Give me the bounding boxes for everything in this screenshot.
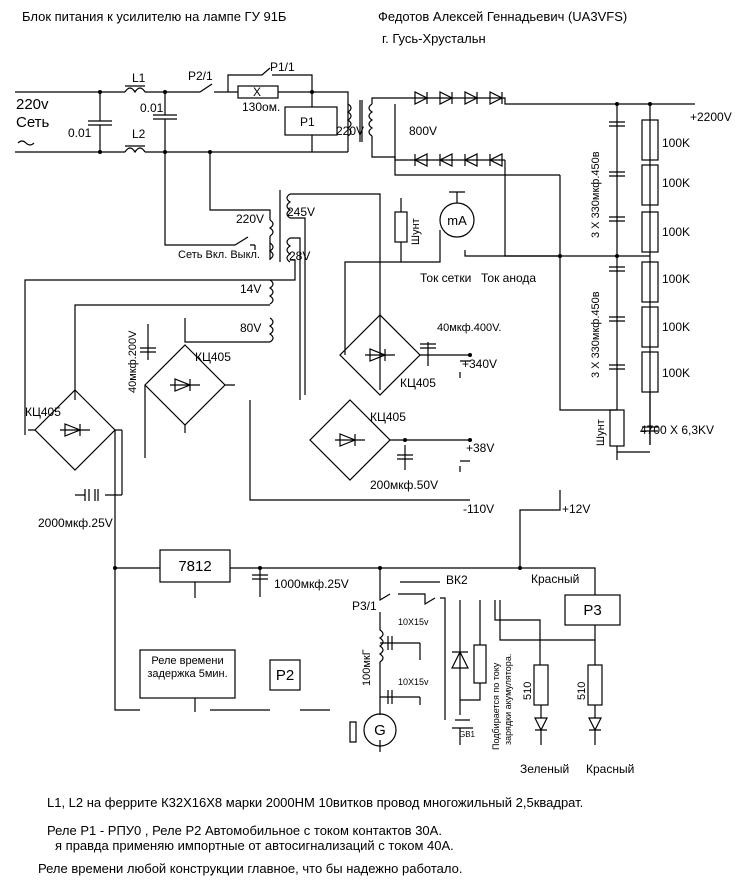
kc405-hv-label: КЦ405 — [400, 376, 436, 390]
cap-1000-25-label: 1000мкф.25V — [274, 577, 349, 591]
note-line-4: Реле времени любой конструкции главное, … — [38, 861, 463, 876]
r100k-6-label: 100K — [662, 366, 691, 380]
charge-note-2: зарядки акумулятора. — [503, 653, 513, 745]
note-line-1: L1, L2 на феррите К32Х16Х8 марки 2000НМ … — [47, 795, 584, 810]
v38-label: +38V — [466, 441, 495, 455]
mains-word-label: Сеть — [16, 114, 50, 131]
cap-001-b-label: 0.01 — [140, 101, 164, 115]
meter-shunt-label: Шунт — [410, 218, 422, 245]
cap-bank-upper-label: 3 Х 330мкф.450в — [590, 151, 602, 238]
v14-label: 14V — [240, 282, 262, 296]
grid-current-label: Ток сетки — [420, 271, 472, 285]
v2200-label: +2200V — [690, 110, 732, 124]
v800-label: 800V — [409, 124, 438, 138]
led-green-label: Зеленый — [520, 762, 570, 776]
author-name: Федотов Алексей Геннадьевич (UA3VFS) — [378, 9, 628, 24]
note-line-3: я правда применяю импортные от автосигна… — [55, 838, 454, 853]
p3-1-label: Р3/1 — [352, 599, 377, 613]
red-top-label: Красный — [531, 572, 580, 586]
cap-2000-25-label: 2000мкф.25V — [38, 516, 113, 530]
relay-p1-label: P1 — [300, 115, 315, 129]
cap-200-50-label: 200мкф.50V — [370, 478, 439, 492]
v12-label: +12V — [562, 502, 591, 516]
meter-label: mA — [447, 212, 467, 228]
l2-label: L2 — [132, 127, 146, 141]
led-red-label: Красный — [586, 762, 635, 776]
relay-p2: Р2 — [275, 666, 295, 684]
note-line-2: Реле Р1 - РПУ0 , Реле Р2 Автомобильное с… — [47, 823, 442, 838]
charge-note-1: Подбирается по току — [491, 662, 501, 750]
cap-40-400-label: 40мкф.400V. — [437, 322, 502, 334]
generator-label: G — [374, 721, 386, 739]
p1-1-label: P1/1 — [270, 60, 295, 74]
r510-a-label: 510 — [522, 681, 534, 700]
l1-label: L1 — [132, 71, 146, 85]
r100k-3-label: 100K — [662, 225, 691, 239]
p2-1-label: P2/1 — [188, 69, 213, 83]
r510-b-label: 510 — [576, 681, 588, 700]
kc405-mid-label: КЦ405 — [195, 350, 231, 364]
cap-001-a-label: 0.01 — [68, 126, 92, 140]
v220-aux-label: 220V — [236, 212, 265, 226]
v245-label: 245V — [287, 205, 316, 219]
cap-40-200-label: 40мкф.200V — [127, 330, 139, 393]
battery-label: GB1 — [459, 730, 476, 739]
cap-10x15-b-label: 10Х15v — [398, 677, 429, 687]
v28-label: 28V — [289, 249, 311, 263]
v220-main-label: 220V — [336, 124, 365, 138]
relay-p3: Р3 — [583, 601, 602, 619]
r100k-5-label: 100K — [662, 320, 691, 334]
resistor-x-label: X — [253, 85, 262, 99]
hv-cap-label: 4700 Х 6,3KV — [640, 423, 715, 437]
kc405-left-label: КЦ405 — [25, 405, 61, 419]
cap-10x15-a-label: 10Х15v — [398, 617, 429, 627]
hv-shunt-label: Шунт — [595, 419, 607, 446]
r100k-4-label: 100K — [662, 272, 691, 286]
kc405-low-label: КЦ405 — [370, 410, 406, 424]
v110-label: -110V — [463, 502, 495, 516]
v80-label: 80V — [240, 321, 262, 335]
regulator-7812: 7812 — [178, 557, 212, 575]
v340-label: +340V — [462, 357, 498, 371]
resistor-130-label: 130ом. — [242, 100, 281, 114]
inductor-100-label: 100мкГ — [361, 649, 373, 686]
page-title: Блок питания к усилителю на лампе ГУ 91Б — [22, 9, 287, 24]
timer-relay: Реле времени задержка 5мин. — [147, 655, 228, 680]
r100k-2-label: 100K — [662, 176, 691, 190]
vk2-label: ВК2 — [446, 573, 468, 587]
anode-current-label: Ток анода — [481, 271, 537, 285]
power-switch-label: Сеть Вкл. Выкл. — [178, 249, 260, 261]
r100k-1-label: 100K — [662, 136, 691, 150]
author-city: г. Гусь-Хрустальн — [382, 31, 486, 46]
cap-bank-lower-label: 3 Х 330мкф.450в — [590, 291, 602, 378]
mains-voltage-label: 220v — [16, 96, 49, 113]
